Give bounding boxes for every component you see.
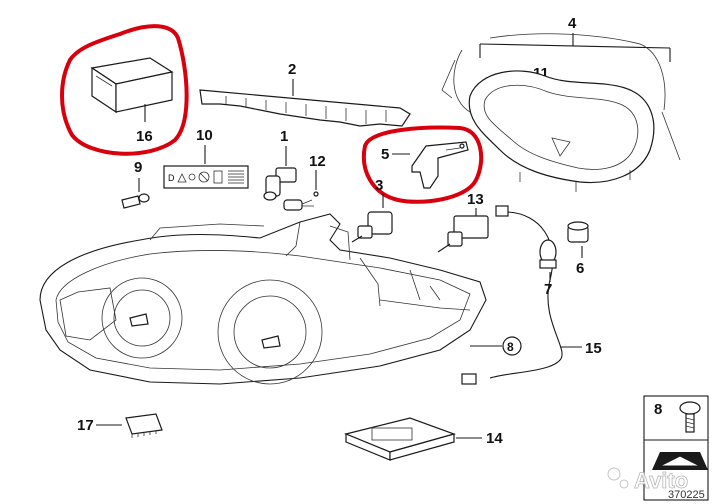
part-7-bulb: [539, 239, 557, 269]
part-12-small-bulb: [283, 191, 319, 211]
part-8-callout-circle: [502, 336, 522, 356]
part-14-ballast: [344, 417, 456, 461]
highlight-circle-16: [60, 24, 189, 156]
legend-box: 8: [643, 395, 709, 501]
part-label-17: 17: [77, 417, 94, 434]
part-label-6: 6: [576, 260, 584, 277]
part-label-13: 13: [467, 191, 484, 208]
part-13-xenon-bulb: [437, 215, 489, 253]
part-label-8: 8: [507, 340, 514, 354]
highlight-circle-5: [361, 125, 484, 204]
part-label-10: 10: [196, 127, 213, 144]
part-6-cap: [567, 221, 589, 243]
part-2-rail: [199, 89, 411, 127]
part-3-socket: [351, 211, 393, 243]
part-label-4: 4: [568, 15, 577, 32]
part-label-5: 5: [381, 146, 389, 163]
part-1-bulb: [263, 167, 297, 201]
catalog-number: 370225: [668, 489, 705, 501]
part-label-2: 2: [288, 61, 296, 78]
part-label-14: 14: [486, 430, 503, 447]
part-label-12: 12: [309, 153, 326, 170]
part-9-screw: [121, 193, 150, 209]
part-17-module: [125, 413, 163, 438]
avito-watermark: Avito: [607, 467, 689, 493]
part-label-9: 9: [134, 159, 142, 176]
part-label-16: 16: [136, 128, 153, 145]
part-label-1: 1: [280, 128, 288, 145]
part-16-box: [90, 57, 174, 114]
svg-text:D: D: [168, 173, 175, 183]
part-15-cable: [461, 205, 563, 385]
part-5-bracket: [411, 141, 469, 189]
headlight-housing: [39, 213, 487, 385]
part-11-lens-housing: [468, 70, 655, 192]
legend-part-label-8: 8: [654, 401, 662, 418]
watermark-text: Avito: [634, 468, 688, 493]
part-label-15: 15: [585, 340, 602, 357]
part-10-warning-label: D: [163, 165, 249, 189]
part-label-3: 3: [375, 177, 383, 194]
part-label-7: 7: [544, 281, 552, 298]
